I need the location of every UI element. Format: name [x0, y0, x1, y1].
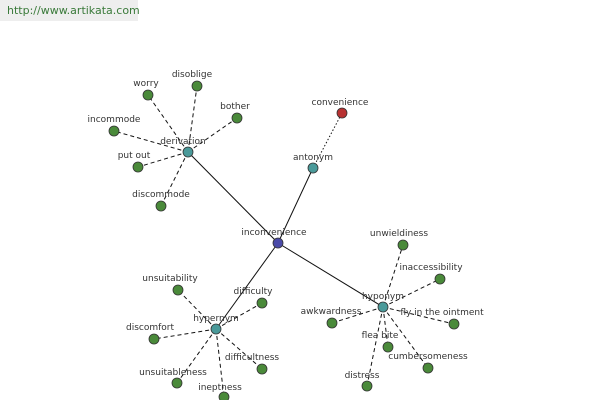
node-marker-unwieldiness[interactable]: [397, 239, 409, 251]
edge-inconvenience-to-hypernym: [215, 242, 279, 330]
node-distress[interactable]: distress: [345, 371, 380, 392]
node-bother[interactable]: bother: [220, 102, 250, 124]
node-cumbersomeness[interactable]: cumbersomeness: [388, 352, 468, 374]
node-unwieldiness[interactable]: unwieldiness: [370, 229, 428, 251]
node-disoblige[interactable]: disoblige: [172, 70, 213, 92]
node-label-distress[interactable]: distress: [345, 371, 380, 381]
node-label-hyponym[interactable]: hyponym: [362, 292, 404, 302]
node-difficulty[interactable]: difficulty: [234, 287, 274, 309]
node-marker-disoblige[interactable]: [191, 80, 203, 92]
edge-inconvenience-to-derivation: [187, 151, 279, 244]
node-derivation[interactable]: derivation: [160, 137, 206, 158]
node-convenience[interactable]: convenience: [312, 98, 369, 119]
node-label-flea-bite[interactable]: flea bite: [362, 331, 399, 341]
node-label-derivation[interactable]: derivation: [160, 137, 206, 147]
edge-hyponym-to-inaccessibility: [382, 278, 441, 308]
edge-derivation-to-worry: [147, 94, 189, 153]
edge-hyponym-to-fly-in-the-ointment: [382, 306, 455, 325]
node-marker-bother[interactable]: [231, 112, 243, 124]
node-incommode[interactable]: incommode: [88, 115, 141, 137]
edge-hypernym-to-difficultness: [215, 328, 263, 370]
node-inaccessibility[interactable]: inaccessibility: [399, 263, 463, 285]
node-marker-discommode[interactable]: [155, 200, 167, 212]
node-ineptness[interactable]: ineptness: [198, 383, 242, 400]
node-marker-difficulty[interactable]: [256, 297, 268, 309]
node-marker-ineptness[interactable]: [218, 391, 230, 400]
node-label-discomfort[interactable]: discomfort: [126, 323, 174, 333]
node-marker-discomfort[interactable]: [148, 333, 160, 345]
node-discommode[interactable]: discommode: [132, 190, 190, 212]
node-marker-difficultness[interactable]: [256, 363, 268, 375]
edge-hypernym-to-unsuitability: [177, 289, 217, 330]
node-inconvenience[interactable]: inconvenience: [241, 228, 307, 249]
node-label-fly-in-the-ointment[interactable]: fly in the ointment: [400, 308, 484, 318]
node-marker-put-out[interactable]: [132, 161, 144, 173]
node-put-out[interactable]: put out: [118, 151, 151, 173]
edge-derivation-to-incommode: [113, 130, 189, 153]
node-marker-incommode[interactable]: [108, 125, 120, 137]
node-marker-cumbersomeness[interactable]: [422, 362, 434, 374]
node-label-difficulty[interactable]: difficulty: [234, 287, 274, 297]
node-label-difficultness[interactable]: difficultness: [225, 353, 280, 363]
node-marker-convenience[interactable]: [336, 107, 348, 119]
node-marker-inaccessibility[interactable]: [434, 273, 446, 285]
node-difficultness[interactable]: difficultness: [225, 353, 280, 375]
edge-hyponym-to-awkwardness: [331, 306, 384, 324]
node-marker-hypernym[interactable]: [210, 323, 222, 335]
node-fly-in-the-ointment[interactable]: fly in the ointment: [400, 308, 484, 330]
node-awkwardness[interactable]: awkwardness: [301, 307, 362, 329]
node-hyponym[interactable]: hyponym: [362, 292, 404, 313]
node-label-unsuitableness[interactable]: unsuitableness: [139, 368, 207, 378]
edges-layer: [113, 85, 455, 398]
node-label-inconvenience[interactable]: inconvenience: [241, 228, 307, 238]
node-hypernym[interactable]: hypernym: [193, 314, 239, 335]
node-label-unsuitability[interactable]: unsuitability: [142, 274, 198, 284]
node-label-inaccessibility[interactable]: inaccessibility: [399, 263, 463, 273]
source-url-link[interactable]: http://www.artikata.com: [7, 4, 140, 17]
edge-hyponym-to-unwieldiness: [382, 244, 404, 308]
node-marker-awkwardness[interactable]: [326, 317, 338, 329]
node-worry[interactable]: worry: [133, 79, 159, 101]
edge-hypernym-to-difficulty: [215, 302, 263, 330]
node-label-unwieldiness[interactable]: unwieldiness: [370, 229, 428, 239]
node-unsuitability[interactable]: unsuitability: [142, 274, 198, 296]
node-marker-unsuitability[interactable]: [172, 284, 184, 296]
node-marker-worry[interactable]: [142, 89, 154, 101]
node-marker-unsuitableness[interactable]: [171, 377, 183, 389]
node-marker-flea-bite[interactable]: [382, 341, 394, 353]
node-label-awkwardness[interactable]: awkwardness: [301, 307, 362, 317]
node-marker-antonym[interactable]: [307, 162, 319, 174]
node-label-hypernym[interactable]: hypernym: [193, 314, 239, 324]
node-label-antonym[interactable]: antonym: [293, 153, 333, 163]
node-antonym[interactable]: antonym: [293, 153, 333, 174]
node-label-put-out[interactable]: put out: [118, 151, 151, 161]
edge-derivation-to-bother: [187, 117, 238, 153]
node-marker-hyponym[interactable]: [377, 301, 389, 313]
node-label-disoblige[interactable]: disoblige: [172, 70, 213, 80]
node-label-incommode[interactable]: incommode: [88, 115, 141, 125]
edge-hypernym-to-discomfort: [153, 328, 217, 340]
node-label-discommode[interactable]: discommode: [132, 190, 190, 200]
edge-derivation-to-discommode: [160, 151, 189, 207]
node-label-worry[interactable]: worry: [133, 79, 159, 89]
node-marker-distress[interactable]: [361, 380, 373, 392]
node-marker-inconvenience[interactable]: [272, 237, 284, 249]
node-marker-derivation[interactable]: [182, 146, 194, 158]
node-label-convenience[interactable]: convenience: [312, 98, 369, 108]
edge-inconvenience-to-hyponym: [277, 242, 384, 308]
edge-hyponym-to-cumbersomeness: [382, 306, 429, 369]
node-flea-bite[interactable]: flea bite: [362, 331, 399, 353]
node-discomfort[interactable]: discomfort: [126, 323, 174, 345]
edge-hypernym-to-ineptness: [215, 328, 225, 398]
node-marker-fly-in-the-ointment[interactable]: [448, 318, 460, 330]
source-banner: http://www.artikata.com: [0, 0, 140, 21]
edge-inconvenience-to-antonym: [277, 167, 314, 244]
node-label-ineptness[interactable]: ineptness: [198, 383, 242, 393]
edge-derivation-to-put-out: [137, 151, 189, 168]
node-unsuitableness[interactable]: unsuitableness: [139, 368, 207, 389]
node-label-bother[interactable]: bother: [220, 102, 250, 112]
node-label-cumbersomeness[interactable]: cumbersomeness: [388, 352, 468, 362]
nodes-layer: inconvenience derivation antonym hypernym hy…: [88, 70, 484, 400]
